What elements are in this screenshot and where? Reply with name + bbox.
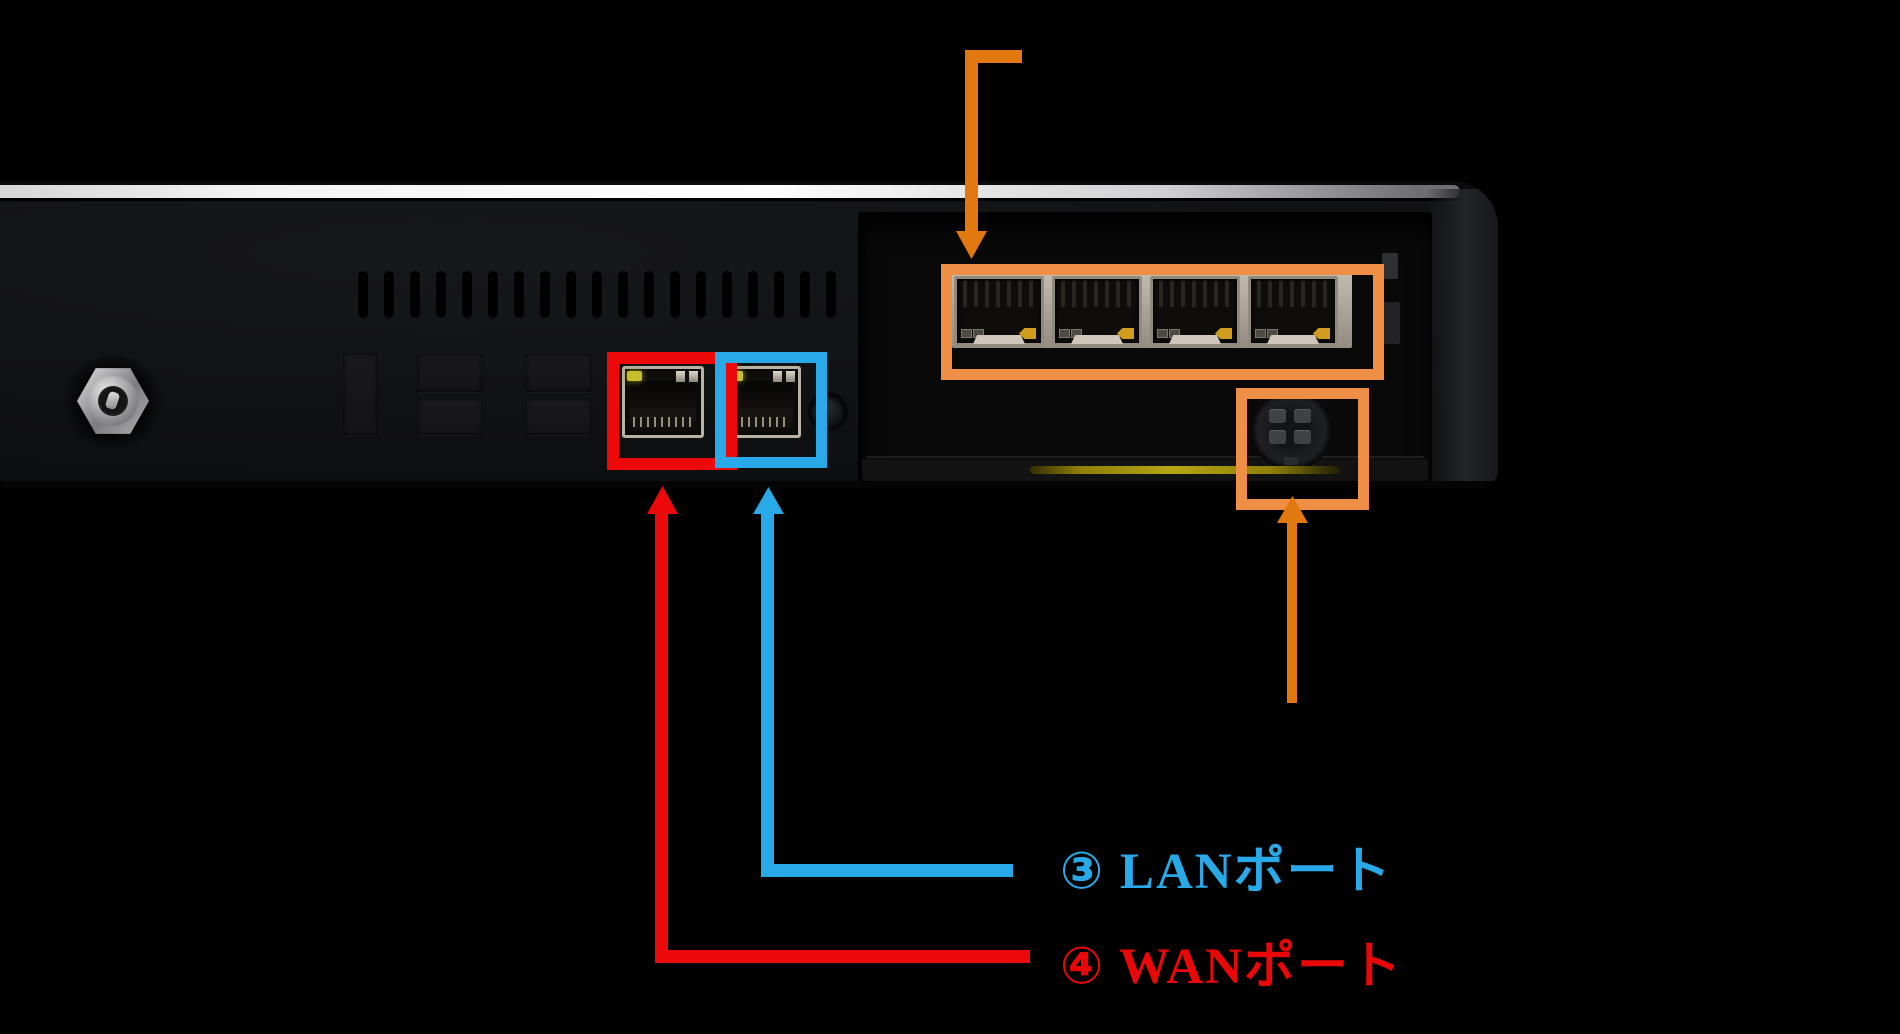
- orange-arrow-to-power-connector: [1287, 521, 1297, 703]
- blue-arrow-to-lan-label: [761, 864, 1013, 877]
- port-sill: [1169, 335, 1221, 344]
- vent-slot: [488, 271, 498, 318]
- vent-slot: [670, 271, 680, 318]
- lan-ports-highlight-box: [941, 264, 1384, 380]
- vent-slot: [462, 271, 472, 318]
- red-arrow-to-wan-label: [655, 950, 1030, 963]
- orange-arrow-to-lan-ports: [965, 50, 978, 233]
- knockout-panel: [525, 398, 592, 435]
- link-led: [627, 371, 642, 381]
- blue-arrowhead-icon: [753, 487, 784, 514]
- device-right-side: [1426, 189, 1498, 488]
- port-pins: [963, 281, 1035, 307]
- activity-led: [1313, 328, 1330, 339]
- port-cavity: [630, 381, 696, 422]
- connector-pin: [1294, 430, 1311, 444]
- link-led: [1059, 329, 1070, 338]
- port-pins: [1159, 281, 1231, 307]
- lan-port-label: ③ LANポート: [1060, 844, 1393, 900]
- vent-slot: [358, 271, 368, 318]
- link-led: [1157, 329, 1168, 338]
- port-sill: [1267, 335, 1319, 344]
- vent-slot: [722, 271, 732, 318]
- red-arrowhead-icon: [647, 486, 678, 514]
- port-pins: [633, 417, 693, 427]
- rj45-port: [954, 276, 1044, 346]
- lan-port-plate: [952, 272, 1352, 348]
- link-led: [1255, 329, 1266, 338]
- rj45-port: [1052, 276, 1142, 346]
- connector-pin: [1269, 409, 1286, 423]
- port-sill: [973, 335, 1025, 344]
- recess-latch: [1380, 302, 1400, 344]
- rj45-port: [1150, 276, 1240, 346]
- vent-slot: [800, 271, 810, 318]
- port-sill: [1071, 335, 1123, 344]
- vent-slot: [384, 271, 394, 318]
- recess-ledge: [866, 456, 1424, 458]
- port-pins: [734, 417, 790, 427]
- device-bottom-edge: [0, 481, 1498, 488]
- wan-port: [622, 366, 704, 438]
- port-cavity: [731, 381, 793, 422]
- activity-led: [1215, 328, 1232, 339]
- vent-grille: [358, 271, 836, 318]
- port-pins: [1257, 281, 1329, 307]
- vent-slot: [644, 271, 654, 318]
- power-connector: [1252, 392, 1331, 468]
- vent-slot: [696, 271, 706, 318]
- power-connector-highlight-box: [1236, 388, 1369, 510]
- device-top-edge-highlight: [0, 185, 1460, 198]
- knockout-panel: [417, 398, 483, 435]
- vent-slot: [748, 271, 758, 318]
- lan-port-highlight-box: [715, 352, 827, 468]
- port-clip: [676, 371, 685, 382]
- blue-arrow-to-lan-label: [761, 512, 774, 877]
- activity-led: [1117, 328, 1134, 339]
- rj45-port: [1248, 276, 1338, 346]
- wan-port-label: ④ WANポート: [1060, 939, 1404, 995]
- connector-pin: [1294, 409, 1311, 423]
- vent-slot: [410, 271, 420, 318]
- device-top-edge-shadow: [0, 198, 1470, 201]
- port-clip: [773, 371, 782, 382]
- connector-pin: [1269, 430, 1286, 444]
- vent-slot: [774, 271, 784, 318]
- orange-arrow-to-lan-ports: [965, 50, 1022, 63]
- wan-port-highlight-box: [607, 352, 737, 470]
- vent-slot: [540, 271, 550, 318]
- vent-slot: [566, 271, 576, 318]
- knockout-panel: [525, 354, 592, 392]
- vent-slot: [514, 271, 524, 318]
- knockout-panel: [417, 354, 483, 392]
- connector-notch: [1284, 457, 1298, 465]
- link-led: [961, 329, 972, 338]
- vent-slot: [618, 271, 628, 318]
- vent-slot: [436, 271, 446, 318]
- vent-slot: [592, 271, 602, 318]
- recess-latch: [1382, 253, 1398, 279]
- activity-led: [1019, 328, 1036, 339]
- port-clip: [689, 371, 698, 382]
- knockout-panel: [343, 353, 378, 435]
- port-clip: [786, 371, 795, 382]
- vent-slot: [826, 271, 836, 318]
- device-top-face: [0, 181, 1498, 186]
- yellow-label-edge: [1030, 466, 1340, 474]
- port-pins: [1061, 281, 1133, 307]
- red-arrow-to-wan-label: [655, 512, 668, 963]
